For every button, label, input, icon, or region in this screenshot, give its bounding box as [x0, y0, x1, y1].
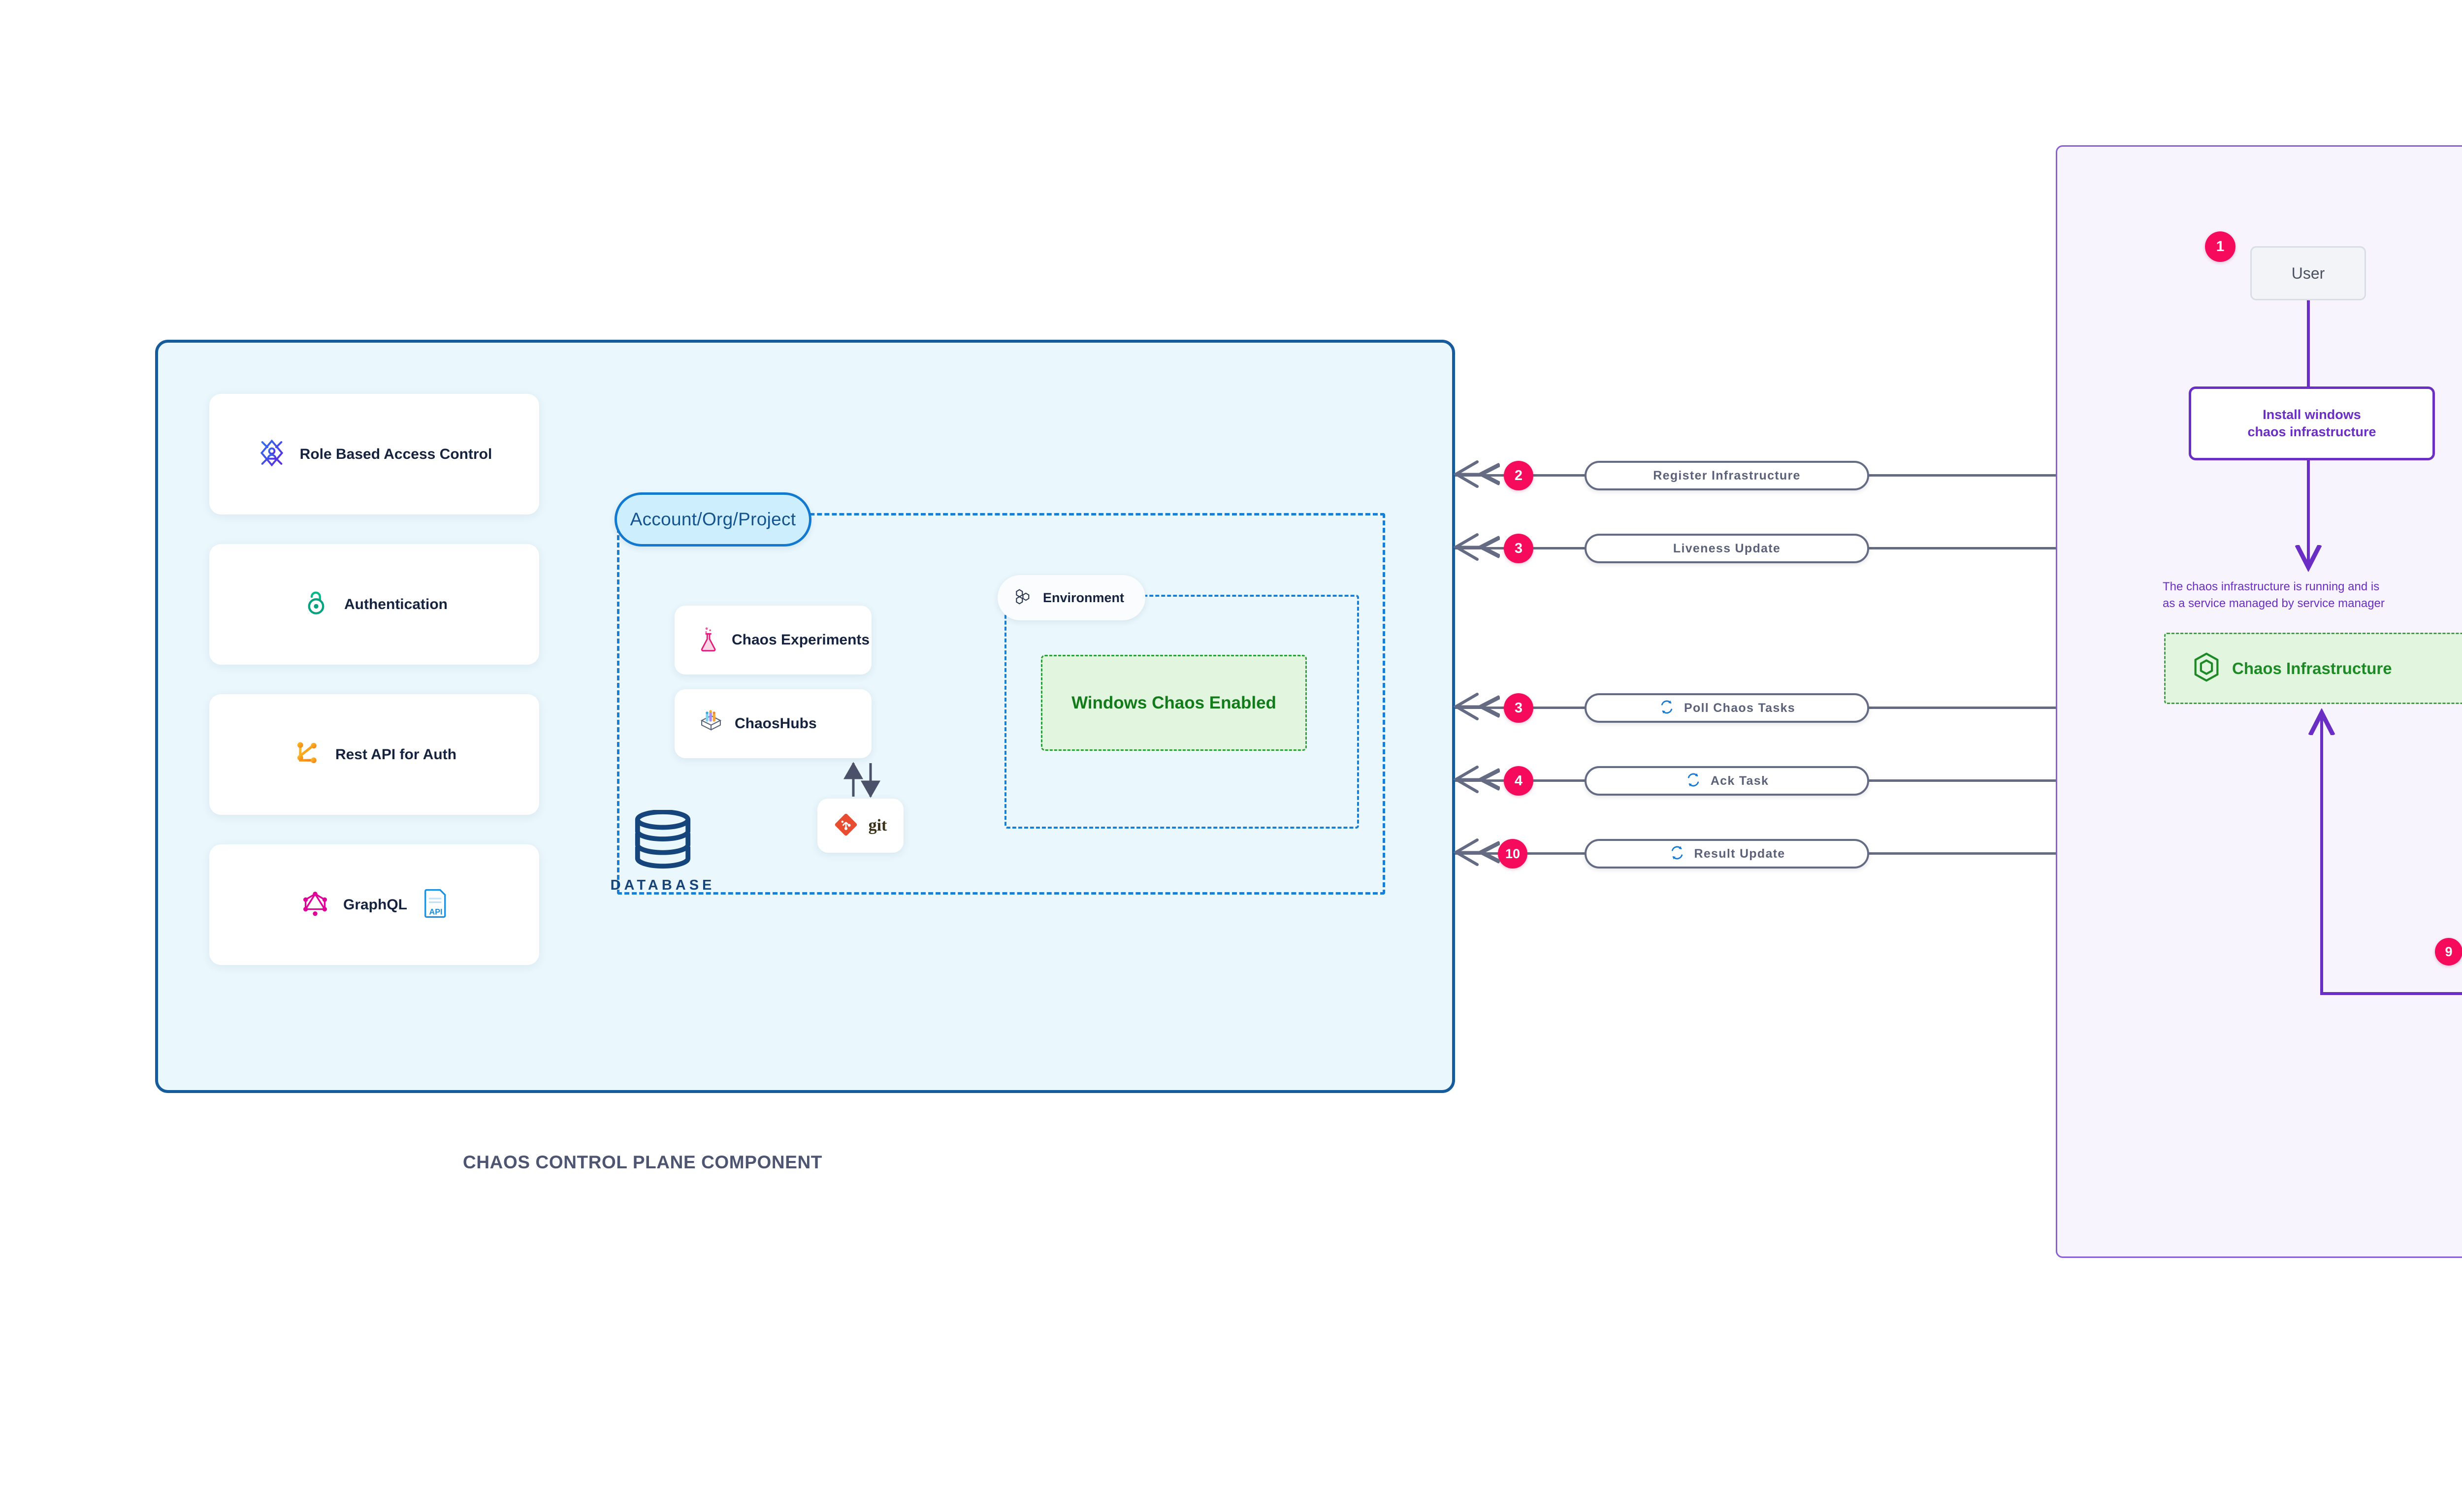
connector-pill-liveness-update[interactable]: Liveness Update — [1585, 534, 1869, 563]
api-document-icon: API — [423, 889, 449, 921]
sync-icon — [1669, 844, 1685, 864]
feature-label: Authentication — [344, 596, 448, 612]
feature-label: Rest API for Auth — [335, 746, 457, 763]
control-plane-caption: CHAOS CONTROL PLANE COMPONENT — [463, 1152, 823, 1172]
windows-chaos-enabled-status: Windows Chaos Enabled — [1041, 655, 1307, 751]
sync-icon — [1685, 772, 1702, 791]
environment-label: Environment — [1043, 590, 1125, 605]
connector-pill-poll-chaos-tasks[interactable]: Poll Chaos Tasks — [1585, 693, 1869, 723]
inner-card-chaoshubs[interactable]: ChaosHubs — [675, 689, 872, 758]
install-label: Install windows chaos infrastructure — [2247, 407, 2376, 439]
step-badge-10: 10 — [1498, 839, 1527, 869]
account-org-project-label: Account/Org/Project — [630, 509, 796, 529]
windows-chaos-label: Windows Chaos Enabled — [1071, 693, 1276, 712]
account-org-project-pill[interactable]: Account/Org/Project — [615, 492, 811, 547]
chaos-infrastructure-node[interactable]: Chaos Infrastructure — [2164, 633, 2462, 704]
feature-label: Role Based Access Control — [299, 446, 492, 462]
connector-label: Ack Task — [1710, 773, 1769, 788]
connector-label: Result Update — [1694, 846, 1785, 861]
database-cylinder-icon — [633, 809, 692, 874]
feature-card-graphql[interactable]: GraphQL API — [209, 844, 539, 965]
sync-icon — [1658, 699, 1675, 718]
connector-label: Liveness Update — [1673, 541, 1781, 555]
step-badge-3a: 3 — [1504, 534, 1533, 563]
flask-icon — [698, 626, 721, 654]
git-icon — [834, 813, 858, 839]
feature-card-authentication[interactable]: Authentication — [209, 544, 539, 665]
test-tube-rack-icon — [698, 709, 724, 738]
step-badge-4: 4 — [1504, 766, 1533, 796]
hexagon-cluster-icon — [1015, 587, 1034, 609]
install-windows-chaos-infrastructure-node[interactable]: Install windows chaos infrastructure — [2189, 386, 2435, 460]
database-group: DATABASE — [589, 809, 737, 894]
step-badge-1: 1 — [2205, 231, 2235, 262]
note-service-manager: The chaos infrastructure is running and … — [2163, 580, 2385, 611]
graphql-icon — [300, 888, 330, 921]
connector-label: Register Infrastructure — [1653, 468, 1801, 483]
step-badge-9: 9 — [2435, 938, 2462, 965]
feature-card-rest-api[interactable]: Rest API for Auth — [209, 694, 539, 815]
inner-card-label: git — [868, 816, 887, 835]
step-badge-2: 2 — [1504, 461, 1533, 490]
chaos-infrastructure-label: Chaos Infrastructure — [2232, 659, 2392, 677]
hexagon-outline-icon — [2193, 652, 2220, 685]
connector-pill-ack-task[interactable]: Ack Task — [1585, 766, 1869, 796]
environment-pill[interactable]: Environment — [998, 575, 1145, 620]
authentication-icon — [301, 588, 331, 621]
feature-card-rbac[interactable]: Role Based Access Control — [209, 394, 539, 515]
environment-region — [1004, 595, 1359, 829]
inner-card-git[interactable]: git — [817, 799, 904, 853]
inner-card-label: ChaosHubs — [735, 715, 817, 732]
database-label: DATABASE — [610, 877, 715, 893]
connector-label: Poll Chaos Tasks — [1684, 701, 1795, 715]
inner-card-label: Chaos Experiments — [732, 632, 870, 648]
rbac-icon — [257, 438, 287, 471]
rest-api-icon — [292, 738, 323, 771]
connector-pill-result-update[interactable]: Result Update — [1585, 839, 1869, 869]
inner-card-chaos-experiments[interactable]: Chaos Experiments — [675, 606, 872, 675]
step-badge-3b: 3 — [1504, 693, 1533, 723]
feature-label: GraphQL — [343, 896, 407, 913]
connector-pill-register-infrastructure[interactable]: Register Infrastructure — [1585, 461, 1869, 490]
account-org-project-region — [617, 513, 1385, 895]
svg-text:API: API — [429, 908, 442, 917]
user-label: User — [2291, 264, 2325, 282]
user-node[interactable]: User — [2250, 246, 2366, 300]
